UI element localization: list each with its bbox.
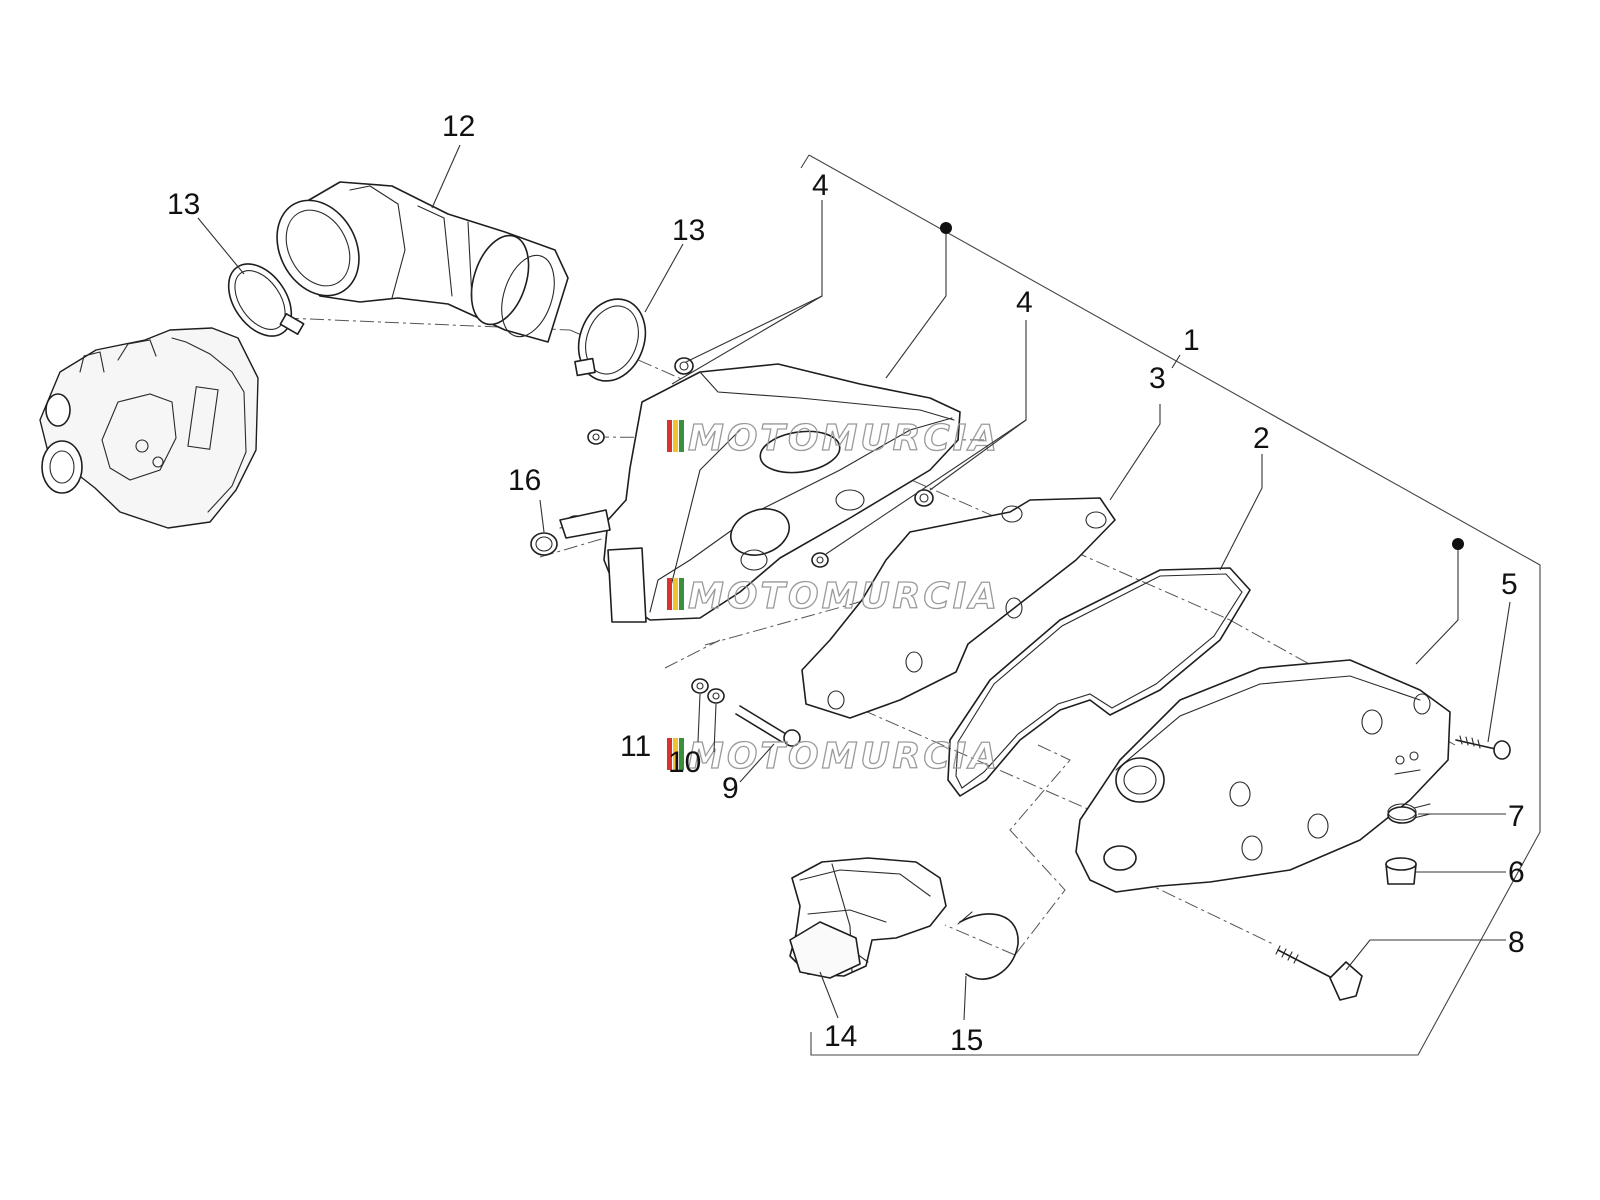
watermark-lower: MOTOMURCIA xyxy=(667,735,1000,778)
throttle-body xyxy=(39,327,259,529)
callout-2: 2 xyxy=(1253,422,1270,455)
assembly-frame xyxy=(800,154,1541,1056)
callout-5: 5 xyxy=(1501,568,1518,601)
washer-11 xyxy=(691,678,709,694)
callout-8: 8 xyxy=(1508,926,1525,959)
callout-14: 14 xyxy=(824,1020,857,1053)
long-screw xyxy=(1275,945,1363,1001)
watermark-stripe xyxy=(679,738,684,770)
grommet-middle xyxy=(914,489,934,507)
watermark-text: MOTOMURCIA xyxy=(688,576,1000,617)
circlip xyxy=(957,911,1019,980)
drain-cap xyxy=(1385,857,1417,885)
callout-7: 7 xyxy=(1508,800,1525,833)
watermark-stripe xyxy=(673,738,678,770)
callout-9: 9 xyxy=(722,772,739,805)
cover-gasket xyxy=(947,567,1251,797)
callout-3: 3 xyxy=(1149,362,1166,395)
callout-6: 6 xyxy=(1508,856,1525,889)
marker-dot xyxy=(1452,538,1464,550)
callout-11: 11 xyxy=(620,730,651,763)
bolt-9 xyxy=(735,705,801,747)
washer-10 xyxy=(707,688,725,704)
watermark-stripe xyxy=(667,578,672,610)
hose-clamp-right xyxy=(574,298,647,382)
watermark-stripe xyxy=(667,420,672,452)
cover-screw xyxy=(1455,735,1511,760)
washer-small xyxy=(587,429,605,445)
callout-4-upper: 4 xyxy=(812,169,829,202)
watermark-upper: MOTOMURCIA xyxy=(667,417,1000,460)
callout-labels: 1 2 3 4 4 5 6 7 8 9 10 11 12 13 13 14 15… xyxy=(167,110,1525,1057)
hose-clamp-left xyxy=(227,263,305,337)
callout-15: 15 xyxy=(950,1024,983,1057)
watermark-text: MOTOMURCIA xyxy=(688,736,1000,777)
air-box-cover xyxy=(1075,659,1451,893)
callout-4-lower: 4 xyxy=(1016,286,1033,319)
callout-1: 1 xyxy=(1183,324,1200,357)
leader-lines xyxy=(197,144,1511,1021)
callout-12: 12 xyxy=(442,110,475,143)
watermark-stripe xyxy=(667,738,672,770)
watermark-stripe xyxy=(679,578,684,610)
air-box-housing xyxy=(559,363,961,623)
grommet-upper xyxy=(674,357,694,375)
watermark-text: MOTOMURCIA xyxy=(688,418,1000,459)
intake-duct xyxy=(789,857,947,979)
marker-dot xyxy=(940,222,952,234)
watermark-stripe xyxy=(673,420,678,452)
callout-16: 16 xyxy=(508,464,541,497)
callout-13-right: 13 xyxy=(672,214,705,247)
grommet-lower xyxy=(811,552,829,568)
filter-element xyxy=(801,497,1116,719)
watermark-stripe xyxy=(679,420,684,452)
spring-clip xyxy=(1387,803,1431,824)
callout-13-left: 13 xyxy=(167,188,200,221)
callout-10: 10 xyxy=(668,746,701,779)
intake-sleeve xyxy=(276,181,569,343)
watermark-middle: MOTOMURCIA xyxy=(667,575,1000,618)
small-clamp xyxy=(530,532,558,556)
watermark-stripe xyxy=(673,578,678,610)
